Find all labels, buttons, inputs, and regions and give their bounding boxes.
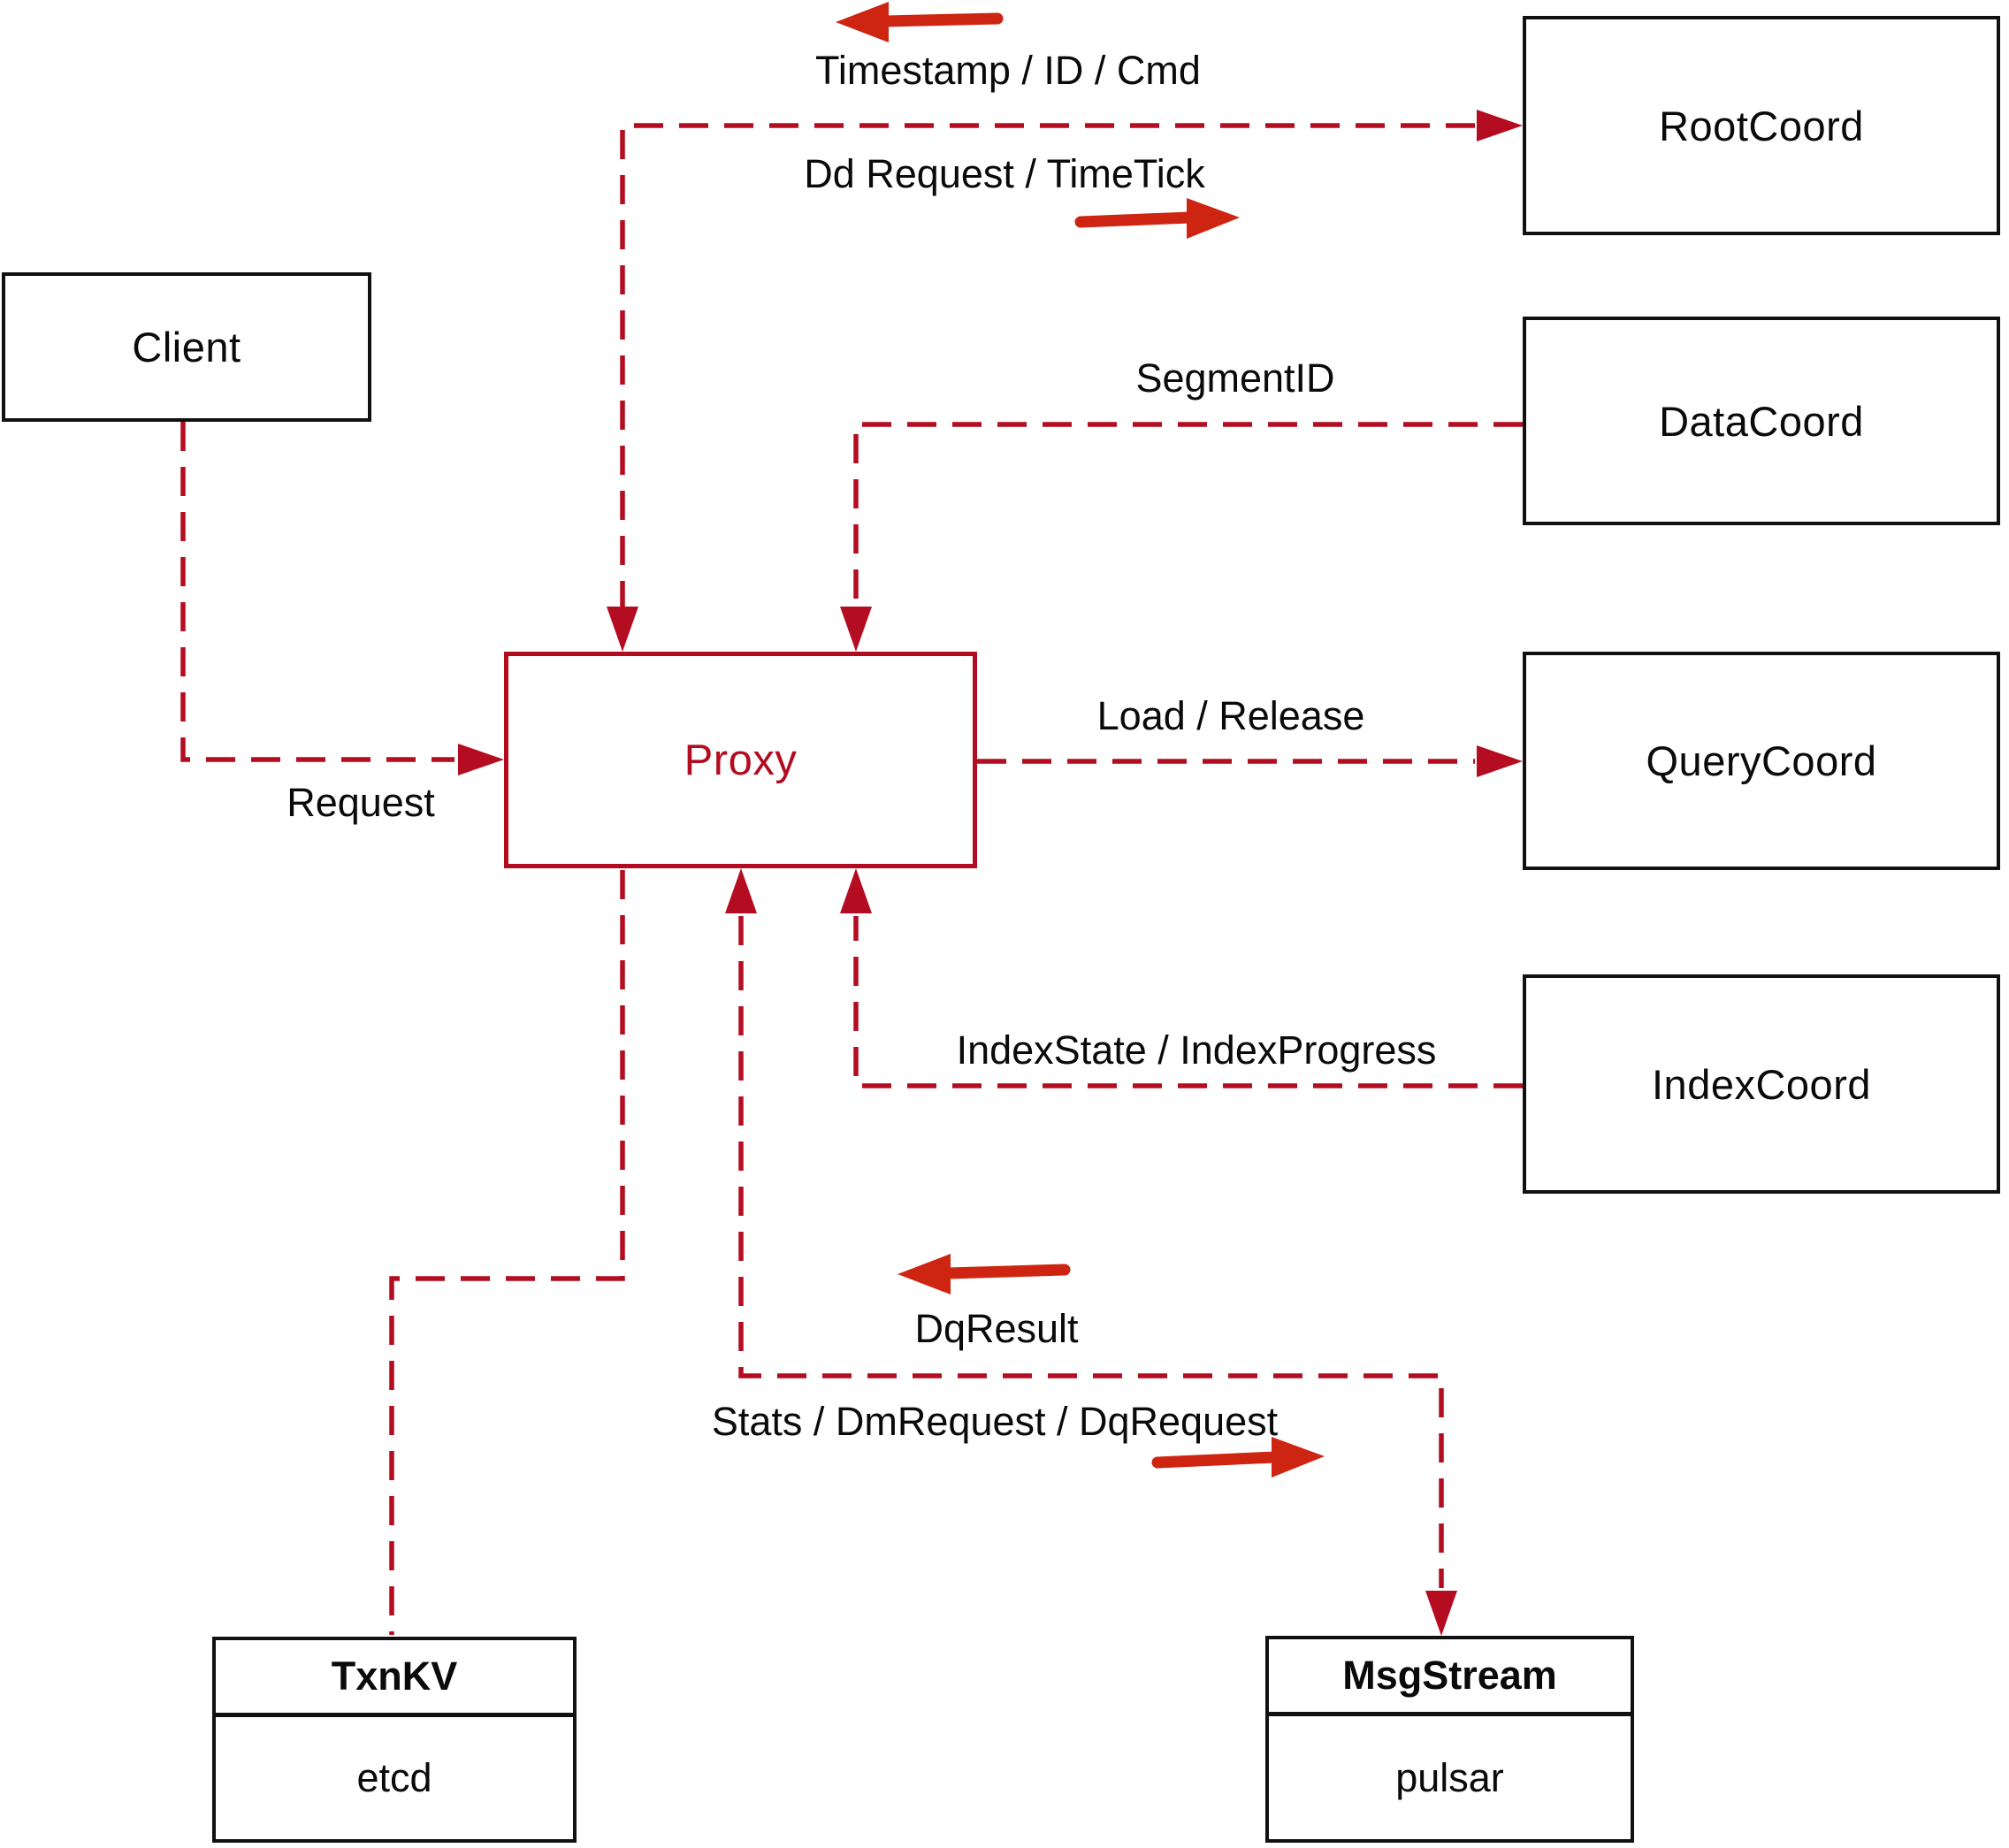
edge-label-stats-dm-dq-request: Stats / DmRequest / DqRequest — [711, 1399, 1279, 1444]
node-proxy: Proxy — [504, 652, 977, 868]
edge-label-request: Request — [286, 780, 435, 825]
node-txnkv-subtitle: etcd — [356, 1755, 432, 1800]
node-datacoord-label: DataCoord — [1659, 397, 1864, 445]
edge-label-timestamp-id-cmd: Timestamp / ID / Cmd — [815, 48, 1201, 93]
node-proxy-label: Proxy — [684, 736, 798, 784]
edge-datacoord-proxy — [853, 422, 1523, 610]
edge-client-proxy — [180, 422, 455, 762]
node-msgstream-title: MsgStream — [1269, 1639, 1631, 1716]
node-client-label: Client — [132, 324, 241, 370]
edge-label-index-state-progress: IndexState / IndexProgress — [956, 1027, 1437, 1073]
arrowhead-into-proxy-bottom-right-icon — [840, 868, 872, 913]
arrowhead-into-msgstream-icon — [1425, 1591, 1457, 1636]
arrow-left-timestamp-icon — [836, 2, 1004, 42]
edge-indexcoord-proxy — [853, 916, 1523, 1088]
arrow-right-dd-request-icon — [1074, 198, 1240, 239]
arrowhead-into-proxy-top-left-icon — [607, 607, 638, 652]
arrowhead-into-proxy-left-icon — [458, 744, 504, 775]
edge-label-dq-result: DqResult — [914, 1306, 1079, 1351]
arrow-left-dq-result-icon — [898, 1254, 1071, 1294]
node-rootcoord-label: RootCoord — [1659, 102, 1864, 149]
node-datacoord: DataCoord — [1523, 317, 2000, 525]
node-txnkv-title: TxnKV — [216, 1640, 573, 1717]
edge-label-segment-id: SegmentID — [1135, 355, 1335, 401]
arrow-right-stats-icon — [1151, 1437, 1325, 1478]
arrowhead-into-proxy-bottom-mid-icon — [725, 868, 757, 913]
node-rootcoord: RootCoord — [1523, 16, 2000, 235]
edge-label-dd-request-timetick: Dd Request / TimeTick — [804, 151, 1205, 196]
direction-arrows — [836, 2, 1325, 1478]
node-querycoord: QueryCoord — [1523, 652, 2000, 870]
node-client: Client — [2, 272, 371, 422]
arrowhead-into-querycoord-icon — [1477, 745, 1523, 777]
edge-proxy-msgstream — [738, 916, 1444, 1588]
node-txnkv: TxnKV etcd — [212, 1637, 577, 1843]
node-msgstream-subtitle: pulsar — [1395, 1754, 1504, 1800]
edge-label-load-release: Load / Release — [1096, 693, 1365, 738]
arrowhead-into-rootcoord-icon — [1477, 110, 1523, 141]
node-msgstream: MsgStream pulsar — [1265, 1636, 1634, 1843]
edge-proxy-txnkv — [389, 870, 625, 1635]
node-indexcoord-label: IndexCoord — [1652, 1060, 1871, 1108]
node-querycoord-label: QueryCoord — [1646, 737, 1877, 784]
edge-proxy-rootcoord — [620, 123, 1475, 610]
node-indexcoord: IndexCoord — [1523, 974, 2000, 1194]
arrowhead-into-proxy-top-right-icon — [840, 607, 872, 652]
